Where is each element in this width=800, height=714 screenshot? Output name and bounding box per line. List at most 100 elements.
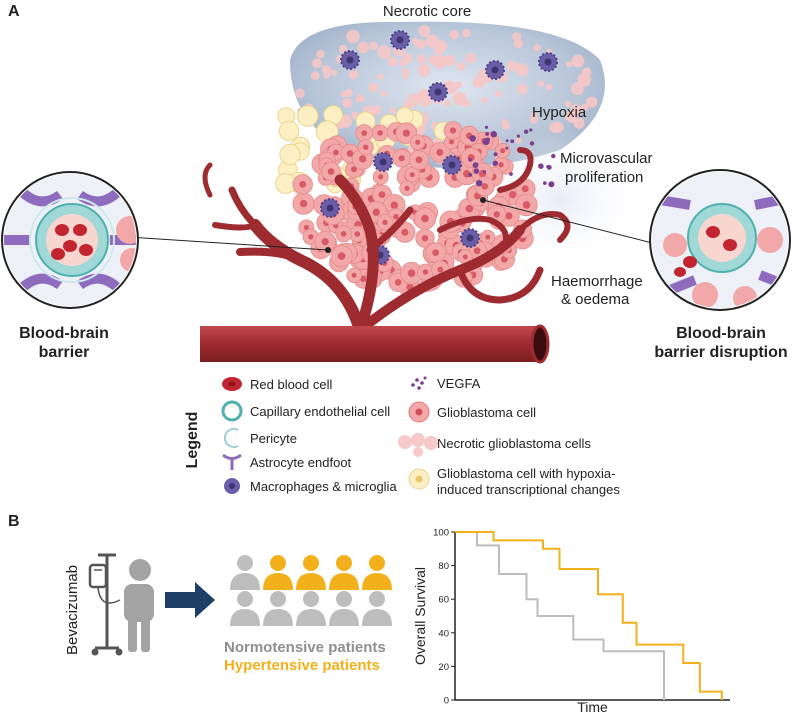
vegfa-particle	[472, 162, 479, 169]
cell-nucleus	[432, 249, 439, 256]
cell-nucleus	[321, 238, 329, 246]
necrotic-cell	[456, 61, 466, 71]
vegfa-particle	[551, 153, 556, 159]
person-hypertensive	[263, 555, 293, 590]
vegfa-particle	[543, 181, 547, 185]
legend-item: Macrophages & microglia	[250, 479, 397, 494]
cell-nucleus	[351, 272, 357, 278]
necrotic-cell	[377, 73, 384, 80]
survival-curve-normotensive	[455, 531, 665, 700]
necrotic-cell	[501, 118, 508, 125]
cell-nucleus	[401, 228, 409, 236]
label-oedema: & oedema	[561, 291, 630, 308]
glioblastoma-cell-icon	[408, 401, 430, 423]
necrotic-cell	[569, 104, 583, 117]
necrotic-cell	[515, 63, 529, 77]
vegfa-particle	[516, 134, 521, 138]
panel-label-b: B	[8, 513, 20, 530]
necrotic-cell	[368, 82, 379, 93]
cell-nucleus	[409, 172, 415, 178]
necrotic-cell	[433, 45, 444, 56]
necrotic-cell	[342, 98, 353, 108]
vegfa-particle	[493, 152, 498, 157]
cell-nucleus	[498, 162, 504, 168]
panel-label-a: A	[8, 3, 20, 20]
necrotic-cell	[321, 65, 332, 75]
connector-left-dot	[325, 247, 331, 253]
cell-nucleus	[500, 148, 506, 154]
vegfa-particle	[469, 135, 477, 142]
legend-item: Necrotic glioblastoma cells	[437, 436, 591, 451]
vegfa-particle	[482, 138, 490, 146]
vegfa-particle	[538, 163, 544, 169]
vegfa-particle	[510, 139, 515, 144]
necrotic-cell	[399, 58, 408, 67]
y-tick-label: 0	[444, 696, 449, 707]
cell-nucleus	[509, 191, 517, 199]
cell-nucleus	[308, 234, 314, 240]
label-bbb-disruption: Blood-brain	[676, 325, 766, 342]
legend-item: Pericyte	[250, 431, 297, 446]
cell-nucleus	[505, 212, 513, 220]
cell-nucleus	[465, 204, 474, 213]
cell-nucleus	[377, 130, 383, 136]
necrotic-cell	[310, 71, 320, 81]
patient-icon	[124, 559, 154, 652]
y-tick-label: 60	[438, 595, 449, 606]
cell-nucleus	[351, 166, 357, 173]
label-normotensive: Normotensive patients	[224, 639, 386, 656]
necrotic-cell	[473, 75, 487, 88]
necrotic-cell	[507, 60, 518, 72]
cell-nucleus	[449, 127, 457, 134]
necrotic-cell	[549, 122, 560, 133]
cell-nucleus	[333, 149, 339, 156]
vegfa-icon	[411, 376, 427, 390]
cell-nucleus	[404, 185, 410, 191]
cell-nucleus	[359, 155, 367, 163]
cell-nucleus	[407, 269, 416, 278]
necrotic-cell	[530, 116, 538, 124]
necrotic-cell	[481, 97, 488, 104]
necrotic-cell	[355, 94, 365, 103]
necrotic-cell	[433, 56, 446, 69]
vessel-tree	[202, 147, 571, 336]
vegfa-particle	[529, 128, 533, 132]
survival-curve-hypertensive	[455, 531, 723, 700]
cell-nucleus	[402, 129, 410, 137]
cell-nucleus	[394, 279, 402, 286]
necrotic-cell	[417, 64, 431, 77]
cell-nucleus	[396, 36, 404, 44]
necrotic-cell	[537, 80, 545, 87]
cell-nucleus	[372, 208, 380, 216]
label-proliferation: proliferation	[565, 169, 643, 186]
necrotic-cell	[449, 29, 459, 40]
cell-nucleus	[462, 254, 468, 260]
cell-nucleus	[378, 174, 384, 180]
necrotic-cell	[416, 54, 427, 64]
cell-nucleus	[493, 211, 500, 218]
necrotic-cell	[443, 54, 456, 67]
cell-nucleus	[422, 269, 429, 275]
legend-item: Astrocyte endfoot	[250, 455, 352, 470]
necrotic-cell	[570, 82, 584, 95]
necrotic-cell	[346, 29, 360, 44]
cell-nucleus	[393, 213, 399, 220]
necrotic-cell	[330, 69, 338, 77]
vegfa-particle	[484, 125, 489, 129]
vegfa-particle	[529, 141, 535, 146]
necrotic-cells-icon	[398, 433, 438, 457]
cell-nucleus	[326, 204, 334, 212]
chart-ylabel: Overall Survival	[412, 567, 428, 665]
cell-nucleus	[491, 66, 499, 74]
cell-nucleus	[473, 247, 481, 255]
label-bbb-disruption-2: barrier disruption	[654, 344, 787, 361]
necrotic-cell	[425, 34, 439, 48]
cell-nucleus	[303, 224, 309, 231]
necrotic-cell	[513, 38, 524, 49]
cell-nucleus	[421, 235, 429, 242]
necrotic-cell	[573, 117, 585, 129]
cell-nucleus	[379, 158, 387, 166]
person-hypertensive	[362, 555, 392, 590]
